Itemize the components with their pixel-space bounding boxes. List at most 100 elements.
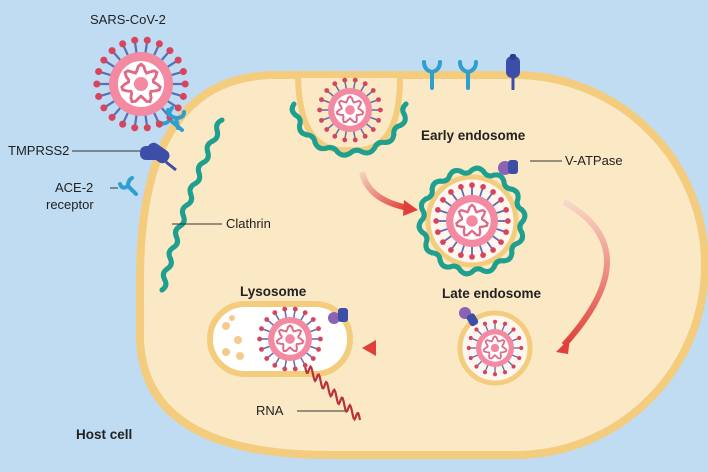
spike-head [100,104,108,112]
spike-head [448,189,454,195]
spike-head [302,310,308,316]
spike-head [448,247,454,253]
spike-head [316,346,321,352]
spike-head [143,36,151,44]
virus-bound-receptor [166,108,186,130]
spike-head [517,355,522,361]
spike-head [498,239,504,245]
virion-core [490,343,500,353]
virion-genome [455,203,489,237]
spike-head [469,182,475,188]
spike-head [435,207,441,213]
spike-head [490,189,496,195]
clathrin-node [159,287,165,293]
virion-core [133,76,149,92]
spike-head [292,366,298,372]
spike-head [181,80,189,88]
spike-head [324,127,330,132]
spike-head [492,319,498,324]
spike-head [95,92,103,100]
label-v-atpase: V-ATPase [565,153,623,168]
spike-head [342,137,348,143]
virion-in-lysosome [257,306,323,372]
clathrin-node [403,101,409,107]
spike-head [433,218,439,224]
spike-head [503,229,509,235]
virion-core [466,215,478,227]
virion-in-pit [317,77,383,143]
spike-head [362,81,368,87]
label-early-endosome: Early endosome [421,128,526,143]
spike-head [511,327,516,332]
spike-head [264,356,270,361]
spike-head [108,47,116,55]
spike-head [324,88,330,93]
virion-in-late-endosome [466,319,524,377]
spike-head [482,321,488,326]
spike-head [517,335,522,341]
spike-head [317,336,323,342]
spike-head [458,252,464,258]
virion-genome [275,324,305,353]
spike-head [502,321,508,326]
clathrin-node [520,218,526,224]
spike-head [100,56,108,64]
virion-genome [482,335,508,360]
spike-head [352,77,358,83]
label-ace2-line2: receptor [46,197,94,212]
spike-head [474,364,479,369]
spike-head [468,355,473,361]
spike-head [143,124,151,132]
clathrin-coat-left [159,117,225,293]
spike-head [492,372,498,377]
v-atpase-early [498,160,518,175]
spike-head [282,306,288,312]
spike-head [119,40,127,48]
virion-core [345,105,355,115]
spike-head [480,252,486,258]
spike-head [435,229,441,235]
spike-head [370,88,376,93]
rna-strand [303,364,362,422]
label-tmprss2: TMPRSS2 [8,143,70,158]
spike-head [342,77,348,83]
spike-head [310,317,316,322]
spike-head [502,370,508,375]
spike-head [282,366,288,372]
spike-head [272,310,278,316]
label-host-cell: Host cell [76,427,133,442]
spike-head [257,336,263,342]
spike-head [352,137,358,143]
spike-head [503,207,509,213]
spike-head [466,345,471,351]
spike-head [264,317,270,322]
lysosome [207,301,353,377]
spike-head [505,218,511,224]
spike-head [95,68,103,76]
spike-head [332,81,338,87]
virion-core [285,334,295,344]
arrow-late-to-lysosome [362,340,446,356]
spike-head [376,97,381,103]
spike-head [469,254,475,260]
spike-head [155,40,163,48]
spike-head [317,107,323,113]
spike-head [519,345,524,351]
spike-head [319,117,324,123]
spike-head [490,247,496,253]
arrow-pit-to-early [359,171,418,216]
virion-genome [120,62,162,104]
spike-head [498,197,504,203]
spike-head [458,184,464,190]
clathrin-coat-early-endosome [416,165,528,277]
spike-head [166,47,174,55]
label-rna: RNA [256,403,284,418]
spike-head [482,370,488,375]
virion-genome [335,95,365,124]
label-lysosome: Lysosome [240,284,307,299]
label-clathrin: Clathrin [226,216,271,231]
label-late-endosome: Late endosome [442,286,542,301]
spike-head [362,133,368,139]
spike-head [319,97,324,103]
